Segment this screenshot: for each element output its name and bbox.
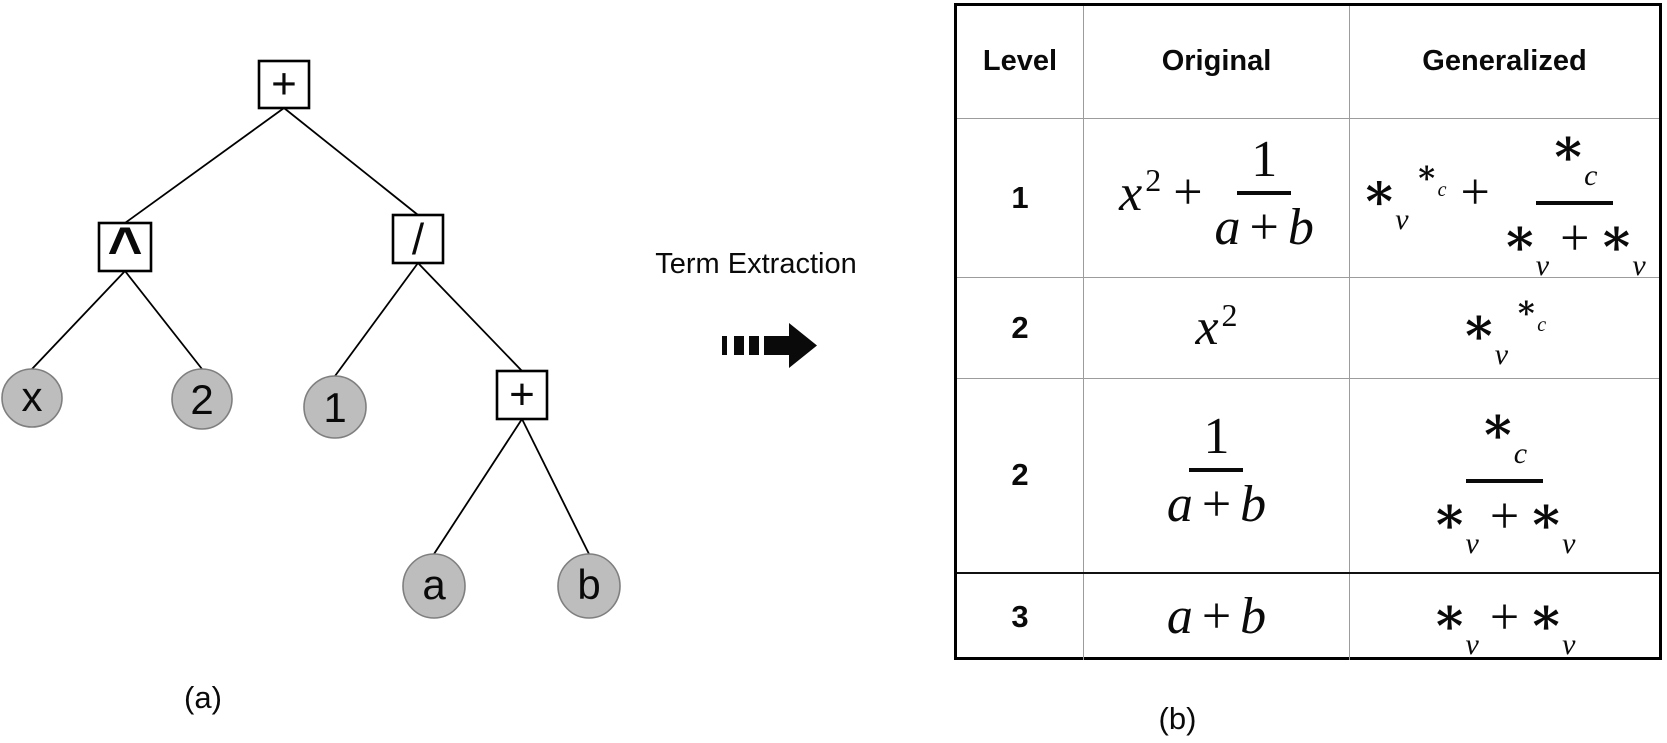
superscript-star-c: ∗c — [1415, 153, 1447, 202]
cell-generalized-3: ∗c∗v+∗v — [1349, 378, 1659, 574]
arrow-dash-3 — [749, 336, 759, 355]
star-v: ∗ — [1460, 296, 1497, 357]
var-a: a — [1166, 588, 1193, 645]
operand-ellipse-b — [557, 553, 621, 619]
tree-edge-div-plus2 — [417, 262, 523, 372]
var-x: x — [1119, 164, 1143, 222]
tree-node-label-b: b — [577, 561, 600, 608]
fraction: ∗c∗v+∗v — [1431, 394, 1576, 560]
tree-node-b: b — [557, 553, 621, 619]
tree-node-label-plus2: + — [509, 370, 535, 419]
numerator-1: 1 — [1251, 130, 1278, 188]
caption-a: (a) — [184, 680, 222, 715]
tree-node-pow: ^ — [97, 215, 153, 282]
sub-v: v — [1395, 203, 1409, 237]
cell-level-3: 2 — [957, 378, 1084, 574]
cell-level-4: 3 — [957, 573, 1084, 660]
tree-edge-root-div — [283, 107, 419, 216]
sub-c: c — [1513, 436, 1528, 470]
numerator-1: 1 — [1203, 408, 1230, 466]
tree-node-a: a — [402, 553, 466, 619]
operator-box-pow — [97, 221, 153, 273]
sub-v: v — [1494, 338, 1509, 371]
table-row-2: 2 x2 ∗v∗c — [957, 277, 1659, 379]
star-v: ∗ — [1361, 161, 1398, 223]
cell-original-2: x2 — [1083, 277, 1350, 379]
cell-generalized-4: ∗v+∗v — [1431, 585, 1576, 661]
var-a: a — [1166, 476, 1193, 534]
operator-box-div — [391, 213, 445, 265]
operand-ellipse-a — [402, 553, 466, 619]
tree-node-div: / — [391, 213, 445, 265]
tree-node-label-pow: ^ — [107, 215, 142, 282]
tree-node-label-a: a — [422, 561, 446, 608]
header-level: Level — [957, 6, 1084, 119]
tree-edge-pow-two — [124, 270, 203, 370]
header-original: Original — [1083, 6, 1350, 119]
tree-node-root: + — [257, 59, 311, 110]
operator-box-plus2 — [495, 369, 549, 421]
term-extraction-label: Term Extraction — [655, 248, 857, 280]
var-a: a — [1214, 198, 1241, 256]
star-c: ∗ — [1479, 394, 1516, 456]
tree-node-two: 2 — [171, 368, 233, 430]
cell-generalized-2: ∗v∗c — [1349, 277, 1659, 379]
var-b: b — [1240, 476, 1267, 534]
tree-edge-root-pow — [124, 107, 285, 224]
cell-generalized-1: ∗v∗c+∗c∗v+∗v — [1349, 117, 1659, 282]
tree-node-plus2: + — [495, 369, 549, 421]
header-generalized: Generalized — [1349, 6, 1659, 119]
operand-ellipse-two — [171, 368, 233, 430]
tree-node-label-root: + — [271, 60, 297, 109]
plus-op: + — [1173, 164, 1203, 222]
cell-original-4: a+b — [1083, 573, 1350, 660]
expression-tree: + ^ / + x 2 1 a b — [1, 59, 621, 619]
tree-node-label-one: 1 — [323, 384, 346, 431]
tree-edge-div-one — [334, 262, 419, 377]
right-arrow-icon — [722, 323, 817, 368]
tree-node-label-div: / — [412, 215, 425, 264]
cell-level-2: 2 — [957, 277, 1084, 379]
tree-node-x: x — [1, 368, 63, 428]
tree-edge-plus2-b — [521, 418, 590, 555]
var-x: x — [1195, 298, 1219, 356]
superscript-star-c: ∗c — [1515, 288, 1547, 336]
exponent-2: 2 — [1221, 296, 1238, 333]
table-row-4: 3 a+b ∗v+∗v — [957, 573, 1659, 660]
sub-c: c — [1584, 159, 1598, 192]
star-c: ∗ — [1550, 117, 1587, 178]
tree-node-one: 1 — [303, 375, 367, 439]
operand-ellipse-one — [303, 375, 367, 439]
arrow-head — [764, 323, 817, 368]
tree-node-label-x: x — [22, 373, 43, 420]
plus-op: + — [1201, 588, 1232, 645]
fraction: ∗c∗v+∗v — [1501, 117, 1646, 282]
cell-level-1: 1 — [957, 118, 1084, 278]
tree-node-label-two: 2 — [190, 376, 213, 423]
table-header-row: Level Original Generalized — [957, 6, 1659, 119]
plus-op: + — [1249, 198, 1279, 256]
exponent-2: 2 — [1145, 162, 1162, 199]
tree-edge-pow-x — [31, 270, 126, 370]
plus-op: + — [1460, 164, 1490, 222]
operand-ellipse-x — [1, 368, 63, 428]
arrow-dash-2 — [734, 336, 744, 355]
var-b: b — [1287, 198, 1314, 256]
var-b: b — [1240, 588, 1267, 645]
plus-op: + — [1201, 476, 1232, 534]
tree-edge-plus2-a — [433, 418, 523, 555]
caption-b: (b) — [1158, 701, 1197, 736]
operator-box-root — [257, 59, 311, 110]
arrow-dash-1 — [722, 336, 727, 355]
